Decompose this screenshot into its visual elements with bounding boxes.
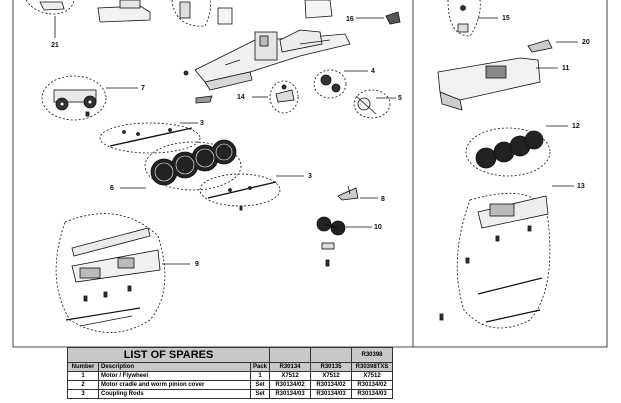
row-col2: R30134/02 [310,380,353,390]
chassis-frame [183,29,351,91]
callout-12: 12 [572,123,580,130]
callout-20: 20 [582,39,590,46]
part-7-bogie [41,75,138,121]
part-16 [356,11,401,25]
col1-header: R30134 [269,362,312,372]
col2-header: R30135 [310,362,353,372]
row-number: 1 [67,371,99,381]
part-3b-rods [199,173,304,211]
callout-15: 15 [502,15,510,22]
part-3a-rods [99,122,201,154]
row-description: Motor cradle and worm pinion cover [98,380,251,390]
pack-header: Pack [249,362,271,372]
part-4-gears [313,69,368,99]
callout-16: 16 [346,16,354,23]
part-5-gear [353,89,396,119]
callout-11: 11 [562,65,570,72]
col3-header-line2: R30398TXS [351,362,394,372]
row-col3: X7512 [351,371,394,381]
part-13-tender-cradle [439,185,574,329]
number-header: Number [67,362,99,372]
description-header: Description [98,362,251,372]
row-col2: X7512 [310,371,353,381]
top-parts-group [97,0,333,27]
row-pack: Set [249,389,271,399]
part-11-tender-chassis [437,57,558,111]
callout-7: 7 [141,85,145,92]
header-spacer-2 [310,347,353,363]
col3-header-line1: R30398 [351,347,394,363]
callout-13: 13 [577,183,585,190]
spares-table: LIST OF SPARES R30398 Number Description… [66,347,394,399]
part-20 [527,39,578,53]
callout-3b: 3 [308,173,312,180]
row-number: 3 [67,389,99,399]
row-col3: R30134/03 [351,389,394,399]
part-12-tender-wheels [465,125,568,177]
callout-4: 4 [371,68,375,75]
row-description: Coupling Rods [98,389,251,399]
part-8 [337,185,378,201]
part-21-group [25,0,75,38]
callout-14: 14 [237,94,245,101]
table-row: 2 Motor cradle and worm pinion cover Set… [67,380,394,390]
part-14-group [195,80,299,114]
part-10-wheelset [316,216,372,267]
part-15-group [447,0,498,37]
callout-10: 10 [374,224,382,231]
row-col1: R30134/03 [269,389,312,399]
table-row: 1 Motor / Flywheel 1 X7512 X7512 X7512 [67,371,394,381]
row-pack: 1 [249,371,271,381]
callout-6: 6 [110,185,114,192]
part-6-wheels [120,139,242,191]
callout-3a: 3 [200,120,204,127]
row-pack: Set [249,380,271,390]
table-row: 3 Coupling Rods Set R30134/03 R30134/03 … [67,389,394,399]
header-spacer-1 [269,347,312,363]
callout-21: 21 [51,42,59,49]
row-col1: X7512 [269,371,312,381]
row-col3: R30134/02 [351,380,394,390]
row-description: Motor / Flywheel [98,371,251,381]
spares-title: LIST OF SPARES [66,347,271,363]
part-9-cradle [55,213,190,333]
row-col2: R30134/03 [310,389,353,399]
row-number: 2 [67,380,99,390]
row-col1: R30134/02 [269,380,312,390]
callout-9: 9 [195,261,199,268]
callout-5: 5 [398,95,402,102]
callout-8: 8 [381,196,385,203]
